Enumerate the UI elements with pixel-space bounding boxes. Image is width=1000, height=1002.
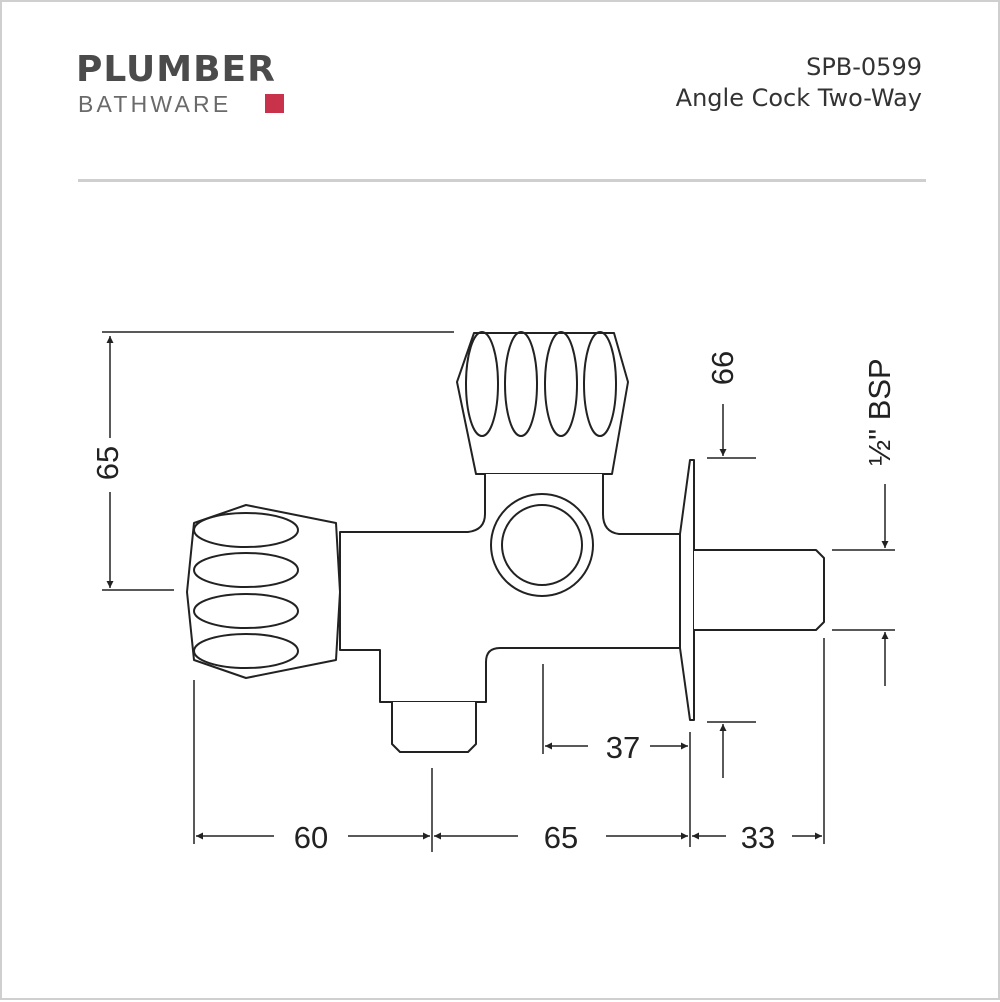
- header-divider: [78, 179, 926, 182]
- threaded-inlet: [694, 549, 825, 631]
- dim-inlet-offset: 37: [606, 730, 640, 765]
- brand-logo-top: PLUMBER: [76, 49, 276, 90]
- dim-left-width: 60: [294, 820, 328, 855]
- dim-top-offset: 66: [705, 351, 740, 385]
- valve-body: [339, 474, 681, 703]
- bottom-outlet: [391, 702, 477, 753]
- brand-logo-bottom: BATHWARE: [78, 91, 232, 117]
- dim-mid-width: 65: [544, 820, 578, 855]
- product-title: Angle Cock Two-Way: [675, 84, 922, 112]
- left-handle: [186, 504, 341, 679]
- dim-thread-size: ½" BSP: [862, 358, 897, 466]
- wall-flange: [679, 459, 695, 721]
- top-handle: [456, 331, 629, 475]
- brand-logo-mark: [265, 94, 284, 113]
- dim-height-total: 65: [90, 446, 125, 480]
- product-code: SPB-0599: [806, 53, 922, 81]
- dim-inlet-length: 33: [741, 820, 775, 855]
